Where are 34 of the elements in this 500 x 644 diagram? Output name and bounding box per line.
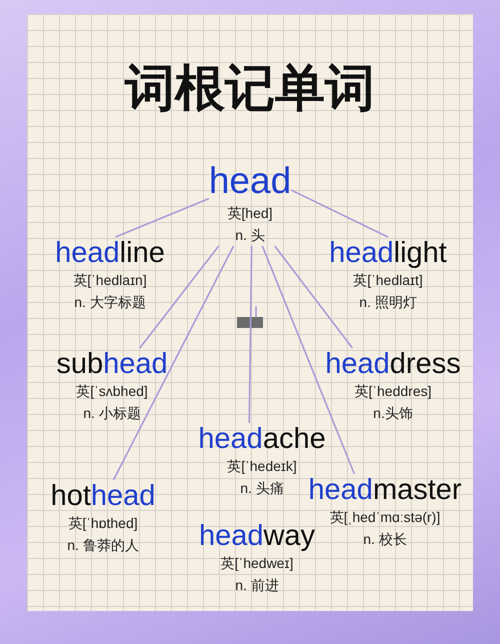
connector-line [262, 246, 356, 474]
word-heading: headache [198, 423, 326, 456]
phonetic-text: 英[ˈheddres] [353, 382, 433, 402]
phonetic-text: 英[ˈhedlaɪn] [72, 271, 148, 290]
meaning-text: n. 前进 [234, 576, 280, 596]
meaning-text: n. 校长 [362, 530, 408, 550]
meaning-text: n.头饰 [372, 404, 414, 424]
connector-line [115, 198, 210, 238]
meaning-text: n. 大字标题 [73, 293, 147, 312]
title: 词根记单词 [124, 58, 376, 119]
connector-line [139, 245, 220, 348]
word-heading: headline [55, 237, 165, 270]
phonetic-text: 英[ˌhedˈmɑːstə(r)] [328, 508, 442, 528]
phonetic-text: 英[hed] [226, 204, 274, 223]
meaning-text: n. 照明灯 [358, 293, 418, 312]
word-heading: headdress [325, 348, 461, 382]
connector-line [274, 245, 353, 348]
word-heading: headlight [329, 237, 447, 270]
word-heading: head [208, 160, 292, 203]
phonetic-text: 英[ˈhedlaɪt] [352, 271, 424, 290]
word-heading: hothead [50, 480, 156, 514]
connector-line [248, 246, 252, 424]
phonetic-text: 英[ˈhedeɪk] [226, 457, 298, 476]
phonetic-text: 英[ˈhedweɪ] [220, 554, 294, 574]
connector-line [112, 246, 234, 480]
word-heading: headmaster [308, 474, 462, 508]
phonetic-text: 英[ˈsʌbhed] [75, 382, 149, 402]
phonetic-text: 英[ˈhɒthed] [67, 514, 139, 534]
word-heading: headway [198, 520, 316, 554]
meaning-text: n. 小标题 [82, 404, 142, 424]
meaning-text: n. 鲁莽的人 [66, 536, 140, 556]
meaning-text: n. 头 [234, 226, 266, 245]
word-heading: subhead [56, 348, 168, 382]
connector-line [290, 189, 388, 238]
